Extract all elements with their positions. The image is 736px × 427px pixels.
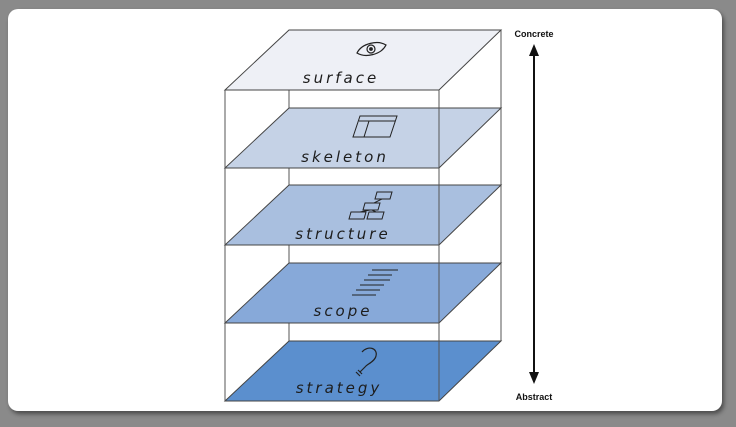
layer-scope-label: scope bbox=[314, 302, 373, 320]
layer-structure: structure bbox=[223, 184, 503, 246]
axis-bottom-label: Abstract bbox=[516, 392, 553, 402]
eye-icon bbox=[356, 42, 387, 56]
layer-surface: surface bbox=[223, 29, 503, 91]
axis-top-label: Concrete bbox=[514, 29, 553, 39]
layer-strategy: strategy bbox=[223, 340, 503, 402]
layer-structure-label: structure bbox=[295, 225, 390, 243]
sitemap-icon bbox=[348, 191, 393, 220]
layer-skeleton-label: skeleton bbox=[301, 148, 389, 166]
wireframe-icon bbox=[352, 115, 398, 138]
concrete-abstract-arrow bbox=[529, 44, 539, 384]
frame-front bbox=[224, 90, 440, 401]
arrow-down-icon bbox=[529, 372, 539, 384]
lightbulb-icon bbox=[355, 347, 377, 377]
arrow-up-icon bbox=[529, 44, 539, 56]
layer-skeleton: skeleton bbox=[223, 107, 503, 169]
list-icon bbox=[352, 269, 398, 296]
layer-strategy-label: strategy bbox=[296, 379, 383, 397]
layer-surface-label: surface bbox=[303, 69, 379, 87]
layer-scope: scope bbox=[223, 262, 503, 324]
